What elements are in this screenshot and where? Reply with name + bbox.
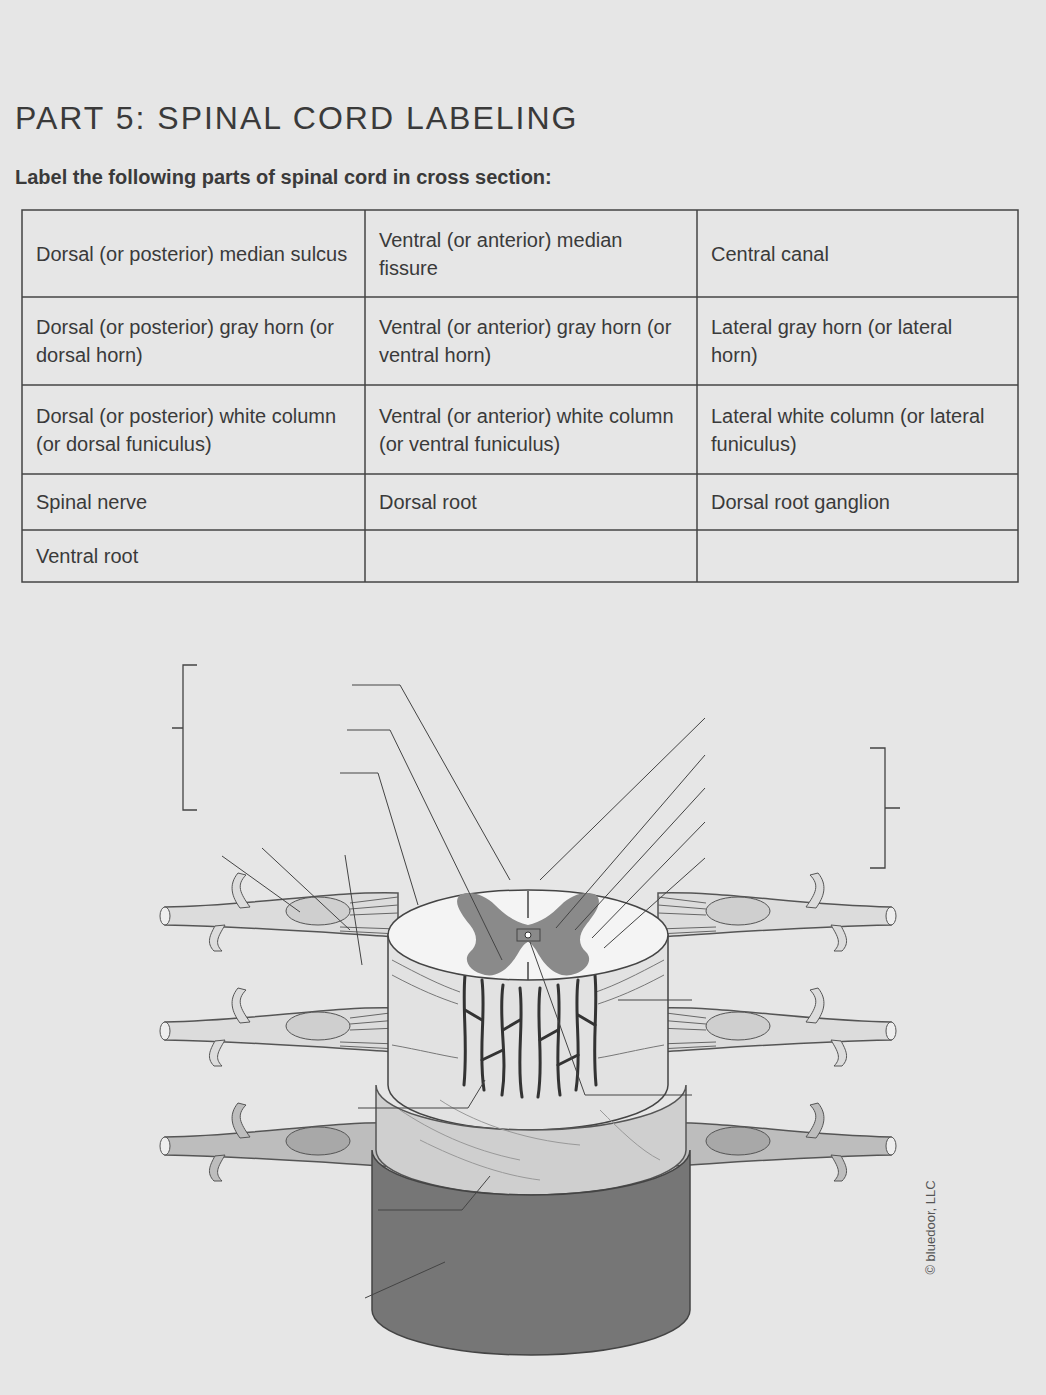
leader-line [540, 718, 705, 880]
table-cell: Ventral (or anterior) median fissure [379, 226, 683, 282]
table-cell: Central canal [711, 240, 1004, 268]
arachnoid-layer [376, 1085, 686, 1195]
table-cell: Dorsal root ganglion [711, 488, 1004, 516]
leader-line [604, 858, 705, 948]
central-canal [525, 932, 531, 938]
table-grid [22, 210, 1018, 582]
table-cell: Dorsal (or posterior) median sulcus [36, 240, 351, 268]
spinal-nerve [232, 873, 250, 908]
leader-line [222, 856, 300, 912]
leader-line [575, 788, 705, 930]
median-groove [527, 891, 529, 918]
spinal-nerve [165, 893, 398, 937]
central-canal-box [517, 929, 540, 941]
leader-line [222, 685, 705, 1298]
spinal-nerve [160, 873, 398, 1181]
leader-line [340, 773, 418, 905]
worksheet-title: PART 5: SPINAL CORD LABELING [15, 100, 578, 137]
spinal-nerve [165, 1008, 398, 1052]
table-grid [22, 473, 1018, 475]
dura-mater [372, 1150, 690, 1355]
leader-line [345, 855, 362, 965]
instruction-text: Label the following parts of spinal cord… [15, 166, 552, 189]
table-cell: Ventral (or anterior) gray horn (or vent… [379, 313, 683, 369]
leader-line [530, 942, 692, 1095]
leader-line [262, 848, 350, 930]
blood-vessel [464, 975, 596, 1097]
spinal-nerve [165, 1123, 398, 1167]
table-cell: Ventral root [36, 542, 351, 570]
label-bracket [870, 748, 900, 868]
table-cell: Dorsal (or posterior) white column (or d… [36, 402, 351, 458]
leader-line [592, 822, 705, 938]
table-cell: Dorsal (or posterior) gray horn (or dors… [36, 313, 351, 369]
leader-line [618, 1000, 692, 1001]
blood-vessel [502, 985, 504, 1095]
leader-line [378, 1176, 490, 1210]
spinal-nerve [286, 1012, 350, 1040]
table-cell: Lateral white column (or lateral funicul… [711, 402, 1004, 458]
blood-vessel [482, 980, 484, 1090]
blood-vessel [558, 985, 560, 1095]
spinal-cord-root-fibres [392, 960, 664, 1058]
table-cell: Dorsal root [379, 488, 683, 516]
blood-vessel [538, 988, 540, 1097]
table-grid [22, 529, 1018, 531]
arachnoid-texture [400, 1100, 660, 1180]
table-grid [22, 296, 1018, 298]
leader-line [347, 730, 502, 960]
copyright-watermark: © bluedoor, LLC [923, 1138, 938, 1318]
leader-line [358, 1080, 485, 1108]
spinal-nerve [209, 1155, 225, 1181]
table-cell: Ventral (or anterior) white column (or v… [379, 402, 683, 458]
spinal-nerve [658, 873, 896, 1181]
leader-line [556, 755, 705, 928]
table-grid [696, 210, 698, 582]
table-cell: Spinal nerve [36, 488, 351, 516]
gray-matter [528, 893, 599, 975]
arachnoid-texture [400, 1100, 660, 1180]
blood-vessel [464, 975, 465, 1085]
blood-vessel [465, 1010, 595, 1065]
spinal-nerve [160, 1137, 170, 1155]
spinal-nerve [160, 988, 398, 1066]
spinal-nerve [232, 988, 250, 1023]
table-grid [22, 384, 1018, 386]
spinal-cord-root-fibres [392, 1045, 664, 1058]
spinal-nerve [209, 1040, 225, 1066]
leader-line [352, 685, 510, 880]
leader-line [365, 1262, 445, 1298]
table-grid [364, 210, 366, 582]
label-bracket [172, 665, 197, 810]
blood-vessel [520, 988, 522, 1097]
spinal-nerve [286, 1127, 350, 1155]
spinal-nerve [209, 925, 225, 951]
label-bracket [172, 665, 900, 868]
blood-vessel [595, 975, 596, 1085]
median-groove [527, 962, 529, 980]
spinal-nerve [232, 1103, 250, 1138]
table-grid [22, 210, 1018, 582]
spinal-nerve [160, 1103, 398, 1181]
spinal-nerve [160, 873, 398, 951]
spinal-nerve [160, 907, 170, 925]
table-cell: Lateral gray horn (or lateral horn) [711, 313, 1004, 369]
spinal-nerve [160, 1022, 170, 1040]
